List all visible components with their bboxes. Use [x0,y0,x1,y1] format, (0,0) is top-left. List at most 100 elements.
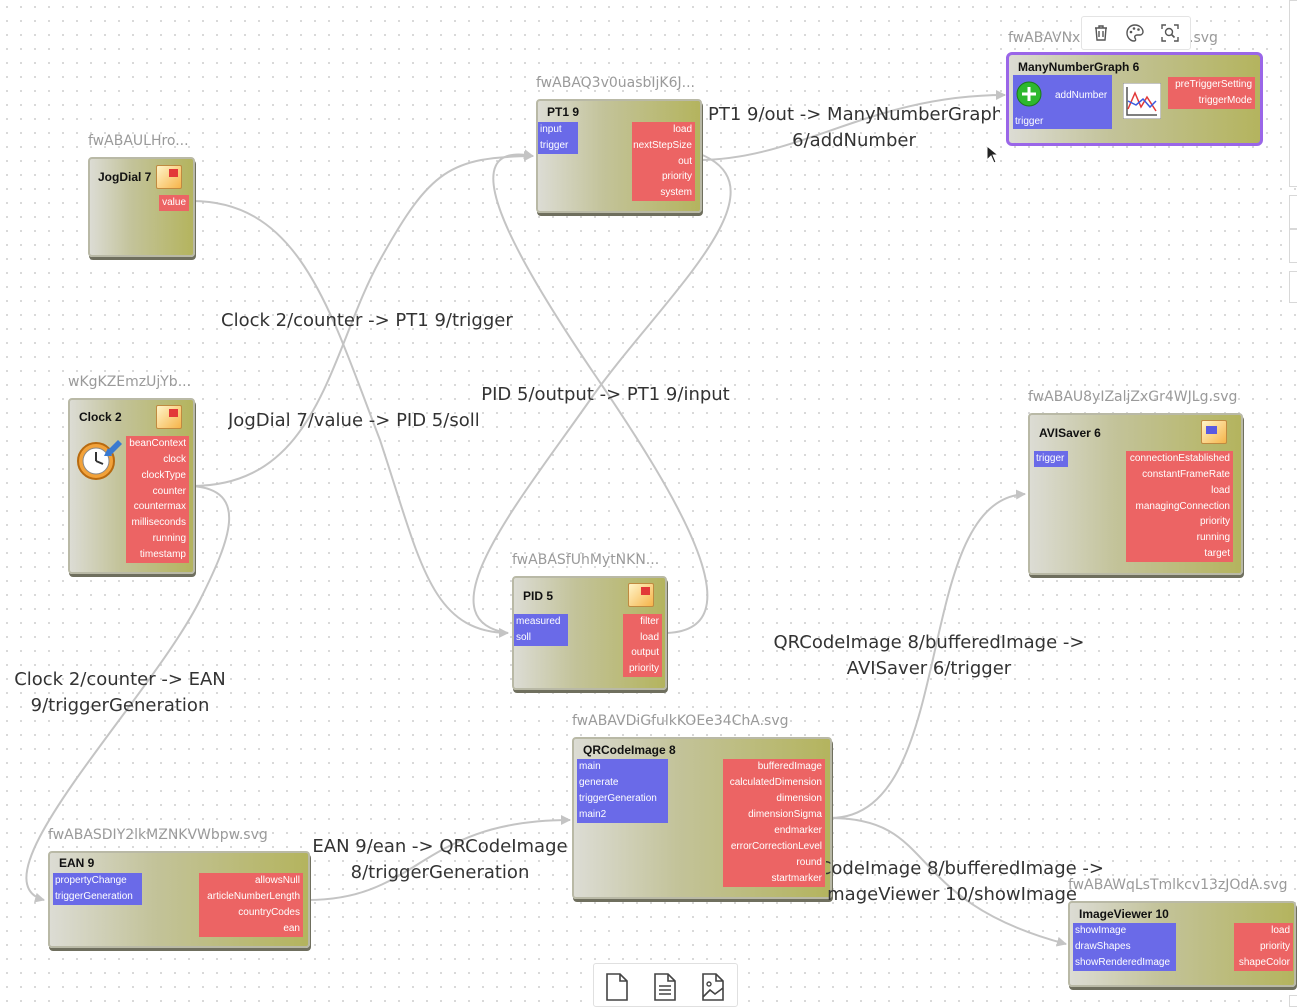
output-port[interactable]: beanContext [126,436,189,452]
edge-label[interactable]: QRCodeImage 8/bufferedImage -> AVISaver … [768,630,1090,682]
trash-icon[interactable] [1091,23,1111,43]
side-panel-tab[interactable] [1289,195,1297,229]
input-port[interactable]: main2 [577,807,668,823]
output-port[interactable]: running [1126,530,1233,546]
output-port[interactable]: dimension [723,791,825,807]
output-port-value[interactable]: value [159,195,189,211]
output-port[interactable]: triggerMode [1168,93,1255,109]
edge-label[interactable]: Clock 2/counter -> PT1 9/trigger [221,310,513,331]
input-port[interactable]: soll [514,630,568,646]
node-ean[interactable]: EAN 9 propertyChange triggerGeneration a… [48,851,310,948]
input-port[interactable]: triggerGeneration [53,889,142,905]
node-title: QRCodeImage 8 [583,743,676,757]
output-port[interactable]: startmarker [723,871,825,887]
output-port[interactable]: load [1234,923,1293,939]
input-port[interactable]: trigger [1034,451,1068,467]
edge-pid-loop-left [472,153,732,634]
edge-label-line: 8/triggerGeneration [350,862,530,883]
output-port[interactable]: ean [199,921,303,937]
add-icon [1016,81,1042,107]
node-imageviewer[interactable]: ImageViewer 10 showImage drawShapes show… [1068,901,1296,987]
node-pt1[interactable]: PT1 9 input trigger load nextStepSize ou… [536,99,702,213]
output-port[interactable]: countermax [126,499,189,515]
input-port[interactable]: trigger [538,138,578,154]
output-port[interactable]: out [632,154,695,170]
output-port[interactable]: load [623,630,662,646]
output-port[interactable]: system [632,185,695,201]
output-port[interactable]: managingConnection [1126,499,1233,515]
output-port[interactable]: calculatedDimension [723,775,825,791]
output-port[interactable]: connectionEstablished [1126,451,1233,467]
output-port[interactable]: counter [126,484,189,500]
node-pid[interactable]: PID 5 measured soll filter load output p… [512,576,667,690]
output-port[interactable]: load [1126,483,1233,499]
input-port[interactable]: measured [514,614,568,630]
output-port[interactable]: round [723,855,825,871]
input-port[interactable]: trigger [1015,116,1044,127]
node-filename: wKgKZEmzUjYb... [68,374,192,390]
new-file-icon[interactable] [604,972,630,1002]
side-panel-tab[interactable] [1289,0,1297,187]
output-port[interactable]: shapeColor [1234,955,1293,971]
output-port[interactable]: priority [1234,939,1293,955]
node-clock[interactable]: Clock 2 beanContext clock clockType coun… [68,398,195,574]
node-avisaver[interactable]: AVISaver 6 trigger connectionEstablished… [1028,413,1243,575]
node-qrcodeimage[interactable]: QRCodeImage 8 main generate triggerGener… [572,737,832,899]
text-file-icon[interactable] [652,972,678,1002]
edge-qrcode-avisaver [829,489,1026,819]
output-port[interactable]: priority [623,661,662,677]
node-title: PID 5 [523,589,554,603]
input-port[interactable]: showRenderedImage [1073,955,1176,971]
output-port[interactable]: clock [126,452,189,468]
node-manynumbergraph[interactable]: ManyNumberGraph 6 addNumber trigger preT… [1006,52,1263,146]
edge-label-line: 9/triggerGeneration [30,695,210,716]
output-port[interactable]: constantFrameRate [1126,467,1233,483]
input-port[interactable]: addNumber [1055,90,1108,101]
node-filename: fwABAU8yIZaljZxGr4WJLg.svg [1028,389,1238,405]
input-port[interactable]: triggerGeneration [577,791,668,807]
output-port[interactable]: articleNumberLength [199,889,303,905]
zoom-fit-icon[interactable] [1160,23,1180,43]
node-jogdial[interactable]: JogDial 7 value [88,157,195,257]
edge-label[interactable]: EAN 9/ean -> QRCodeImage 8/triggerGenera… [312,834,568,886]
output-port[interactable]: preTriggerSetting [1168,77,1255,93]
edge-label[interactable]: Clock 2/counter -> EAN 9/triggerGenerati… [12,667,228,719]
palette-icon[interactable] [1125,23,1145,43]
node-title: PT1 9 [547,105,580,119]
input-port[interactable]: main [577,759,668,775]
output-port[interactable]: dimensionSigma [723,807,825,823]
output-port[interactable]: endmarker [723,823,825,839]
output-port[interactable]: priority [632,169,695,185]
edge-label[interactable]: QRCodeImage 8/bufferedImage -> ImageView… [826,856,1104,908]
edge-label[interactable]: PT1 9/out -> ManyNumberGraph 6/addNumber [708,102,1000,154]
output-port[interactable]: clockType [126,468,189,484]
input-port[interactable]: input [538,122,578,138]
output-port[interactable]: load [632,122,695,138]
output-port[interactable]: running [126,531,189,547]
side-panel-tab[interactable] [1289,995,1297,1007]
output-port[interactable]: filter [623,614,662,630]
output-port[interactable]: priority [1126,514,1233,530]
input-port[interactable]: showImage [1073,923,1176,939]
side-panel-tab[interactable] [1289,229,1297,263]
image-file-icon[interactable] [700,972,726,1002]
edge-label[interactable]: PID 5/output -> PT1 9/input [481,384,730,405]
edge-label-line: ImageViewer 10/showImage [826,884,1077,905]
output-port[interactable]: countryCodes [199,905,303,921]
side-panel-tab[interactable] [1289,271,1297,303]
node-filename: fwABASDIY2lkMZNKVWbpw.svg [48,827,268,843]
output-port[interactable]: allowsNull [199,873,303,889]
output-port[interactable]: bufferedImage [723,759,825,775]
input-port[interactable]: drawShapes [1073,939,1176,955]
output-port[interactable]: errorCorrectionLevel [723,839,825,855]
output-port[interactable]: timestamp [126,547,189,563]
output-port[interactable]: output [623,645,662,661]
edge-label[interactable]: JogDial 7/value -> PID 5/soll [228,410,478,431]
output-port[interactable]: milliseconds [126,515,189,531]
input-port[interactable]: generate [577,775,668,791]
input-port[interactable]: propertyChange [53,873,142,889]
output-port[interactable]: nextStepSize [632,138,695,154]
edge-label-line: 6/addNumber [792,130,916,151]
bean-icon [156,165,182,189]
output-port[interactable]: target [1126,546,1233,562]
